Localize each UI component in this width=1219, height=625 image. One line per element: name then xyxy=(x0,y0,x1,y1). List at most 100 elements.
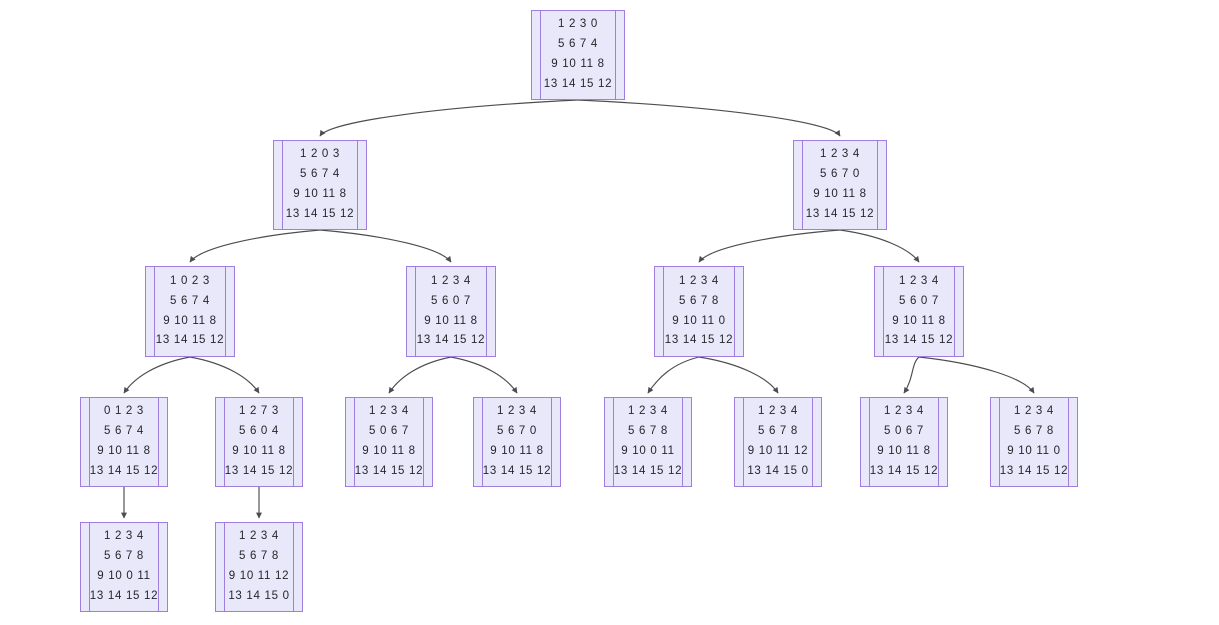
node-grid-row: 13 14 15 12 xyxy=(543,77,613,90)
node-right-rule xyxy=(682,396,683,488)
tree-edge xyxy=(189,356,260,394)
node-left-rule xyxy=(354,396,355,488)
node-right-rule xyxy=(423,396,424,488)
node-grid-row: 5 6 7 4 xyxy=(169,294,211,307)
node-grid-row: 9 10 11 8 xyxy=(813,188,867,200)
node-grid-row: 13 14 15 12 xyxy=(354,464,424,477)
node-grid-row: 5 6 7 8 xyxy=(103,550,145,563)
node-left-rule xyxy=(743,396,744,488)
node-right-rule xyxy=(938,396,939,488)
node-grid-row: 13 14 15 12 xyxy=(89,589,159,602)
node-right-rule xyxy=(1068,396,1069,488)
node-grid-row: 5 6 7 0 xyxy=(496,425,538,438)
node-right-rule xyxy=(954,265,955,358)
node-left-rule xyxy=(613,396,614,488)
node-grid-row: 13 14 15 12 xyxy=(285,207,355,220)
node-grid-row: 13 14 15 12 xyxy=(613,464,683,477)
node-grid-row: 13 14 15 12 xyxy=(224,464,294,477)
node-right-rule xyxy=(158,396,159,488)
tree-edge xyxy=(698,229,841,263)
node-left-rule xyxy=(883,265,884,358)
tree-edge xyxy=(319,229,452,263)
node-grid-row: 9 10 11 12 xyxy=(228,570,290,582)
node-grid-row: 1 2 3 4 xyxy=(1013,405,1055,418)
node-grid-row: 5 0 6 7 xyxy=(883,425,925,438)
node-grid-row: 1 2 7 3 xyxy=(238,405,280,418)
node-grid-row: 9 10 11 8 xyxy=(877,445,931,457)
node-grid-row: 1 2 3 4 xyxy=(627,405,669,418)
node-right-rule xyxy=(734,265,735,358)
node-grid-row: 1 2 3 4 xyxy=(819,148,861,161)
node-left-rule xyxy=(154,265,155,358)
tree-edge xyxy=(189,229,321,263)
node-grid-row: 5 6 7 0 xyxy=(819,168,861,181)
node-grid-row: 9 10 11 0 xyxy=(1007,445,1061,457)
node-grid-row: 5 6 7 4 xyxy=(299,168,341,181)
node-grid-row: 9 10 11 12 xyxy=(747,445,809,457)
node-left-rule xyxy=(89,521,90,613)
node-left-rule xyxy=(999,396,1000,488)
node-grid-row: 0 1 2 3 xyxy=(103,405,145,418)
node-grid-row: 1 2 3 4 xyxy=(238,530,280,543)
tree-edge xyxy=(918,356,1035,394)
node-grid-row: 13 14 15 12 xyxy=(884,334,954,347)
node-left-rule xyxy=(663,265,664,358)
node-grid-row: 1 2 3 4 xyxy=(883,405,925,418)
node-grid-row: 1 2 3 4 xyxy=(430,274,472,287)
tree-edge xyxy=(647,356,700,394)
node-grid-row: 5 6 7 4 xyxy=(103,425,145,438)
tree-edge xyxy=(903,356,920,394)
node-grid-row: 1 2 3 0 xyxy=(557,18,599,31)
node-grid-row: 9 10 11 8 xyxy=(293,188,347,200)
node-grid-row: 13 14 15 12 xyxy=(482,464,552,477)
node-right-rule xyxy=(486,265,487,358)
node-left-rule xyxy=(224,396,225,488)
node-grid-row: 1 2 3 4 xyxy=(368,405,410,418)
node-grid-row: 9 10 0 11 xyxy=(97,570,151,582)
tree-edge xyxy=(388,356,452,394)
node-left-rule xyxy=(540,9,541,101)
node-grid-row: 13 14 15 12 xyxy=(999,464,1069,477)
node-left-rule xyxy=(482,396,483,488)
node-grid-row: 13 14 15 0 xyxy=(228,589,290,602)
node-grid-row: 13 14 15 12 xyxy=(664,334,734,347)
node-right-rule xyxy=(551,396,552,488)
node-grid-row: 5 6 0 7 xyxy=(898,294,940,307)
node-grid-row: 9 10 11 0 xyxy=(672,314,726,327)
node-grid-row: 5 6 7 8 xyxy=(757,425,799,438)
node-right-rule xyxy=(615,9,616,101)
node-grid-row: 9 10 11 8 xyxy=(362,445,416,457)
node-right-rule xyxy=(293,521,294,613)
node-grid-row: 5 6 0 4 xyxy=(238,425,280,438)
tree-edge xyxy=(698,356,779,394)
node-grid-row: 13 14 15 12 xyxy=(89,464,159,477)
node-grid-row: 13 14 15 0 xyxy=(747,464,809,477)
